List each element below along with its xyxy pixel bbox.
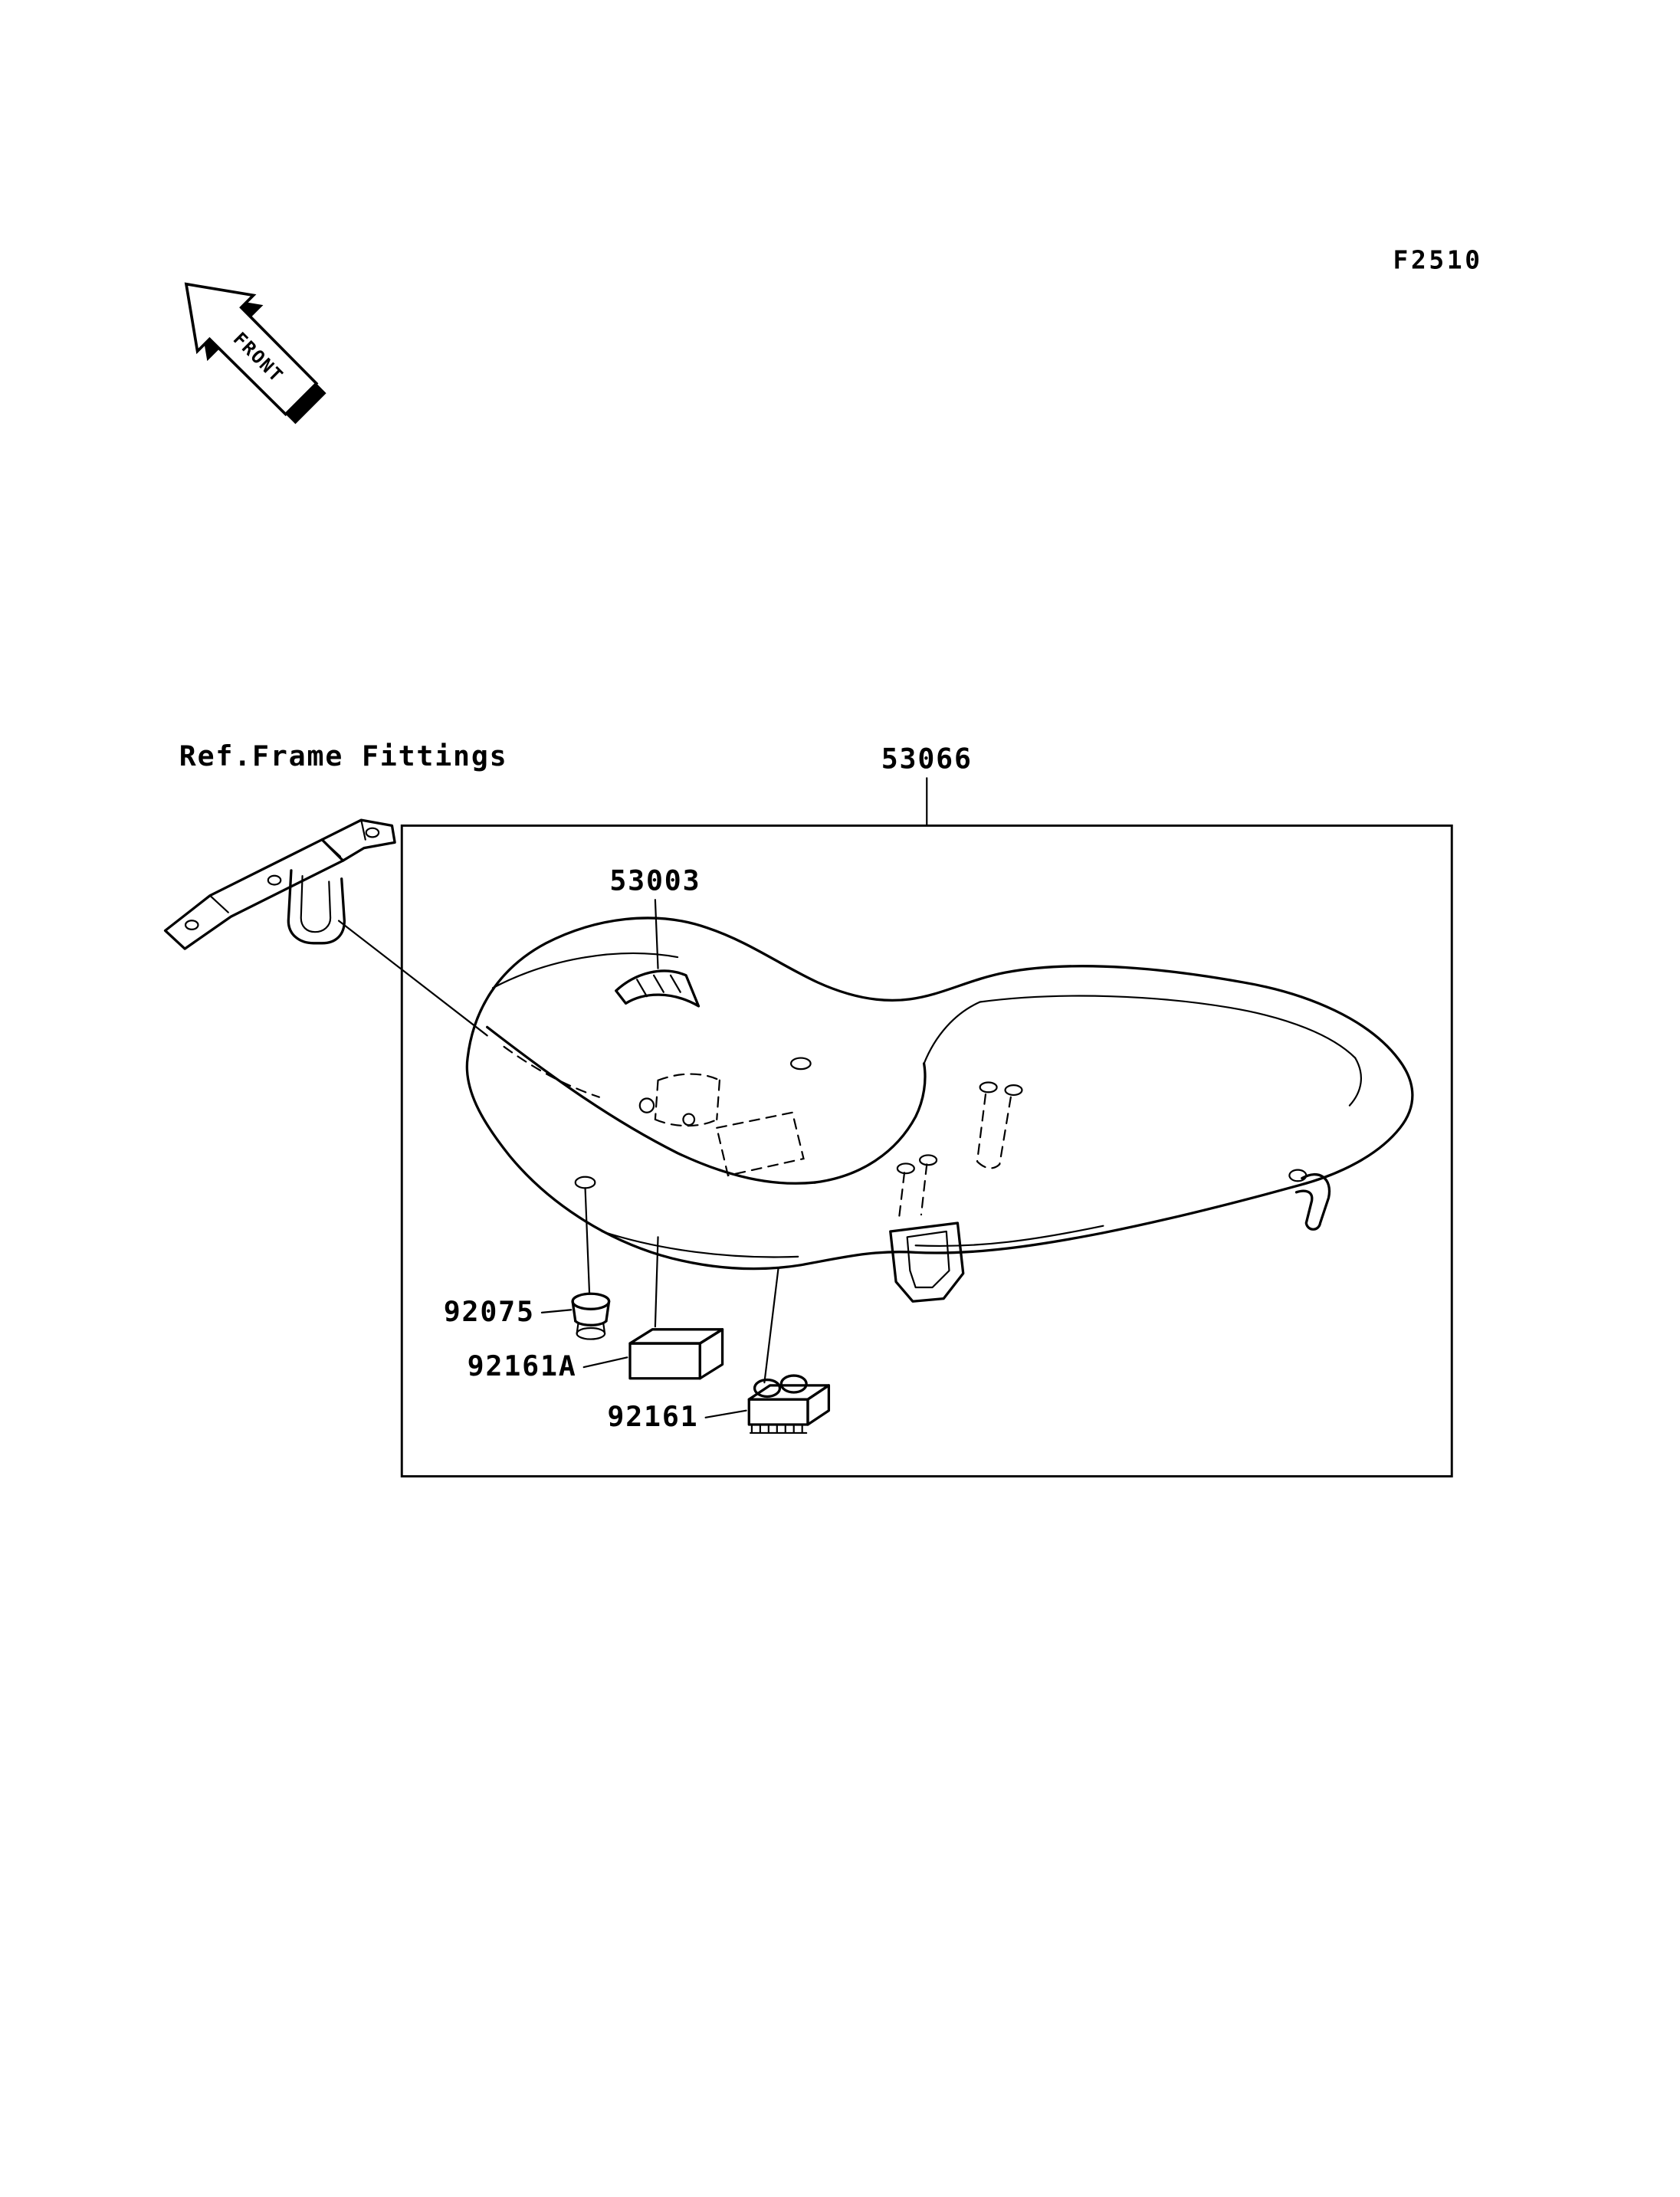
front-arrow-icon <box>184 282 319 417</box>
part-label-92161: 92161 <box>607 1400 698 1433</box>
leader-92161 <box>704 1409 747 1418</box>
connector-92161a <box>654 1236 659 1328</box>
seat-under-bracket <box>889 1221 965 1303</box>
seat-hook <box>1294 1173 1331 1231</box>
figure-code: F2510 <box>1393 245 1483 275</box>
connector-92161 <box>763 1267 779 1384</box>
mount-hole <box>1288 1169 1308 1182</box>
ref-frame-fittings-label: Ref.Frame Fittings <box>179 739 508 772</box>
part-label-53003: 53003 <box>609 864 701 897</box>
seat-band-detail <box>615 969 701 1008</box>
mount-hole <box>574 1176 596 1189</box>
part-label-92161a: 92161A <box>468 1349 577 1382</box>
damper-92161-drawing <box>747 1374 831 1435</box>
connector-92075 <box>584 1187 591 1294</box>
mount-hole <box>979 1081 998 1094</box>
mount-hole <box>919 1154 938 1166</box>
damper-92075-drawing <box>571 1292 611 1340</box>
leader-53003 <box>654 899 659 969</box>
seat-outline <box>465 917 1414 1271</box>
seat-drawing <box>465 917 1414 1303</box>
mount-hole <box>789 1057 812 1071</box>
leader-92161a <box>582 1356 628 1369</box>
damper-92161a-drawing <box>628 1328 724 1380</box>
part-label-92075: 92075 <box>444 1295 535 1328</box>
part-label-53066: 53066 <box>881 743 973 776</box>
mount-hole <box>1004 1084 1023 1097</box>
frame-fitting-bracket-drawing <box>163 818 488 1037</box>
front-direction-arrow: FRONT <box>184 282 326 425</box>
bracket-leader-line <box>337 920 488 1037</box>
leader-92075 <box>540 1309 573 1313</box>
mount-hole <box>896 1162 915 1175</box>
